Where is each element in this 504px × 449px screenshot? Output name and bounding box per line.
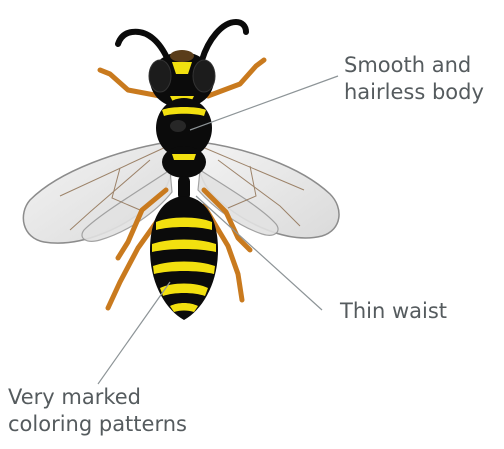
waist-label-text: Thin waist [340, 298, 447, 325]
thorax [156, 98, 212, 178]
right-eye [193, 60, 215, 92]
coloring-label-line1: Very marked [8, 384, 187, 411]
body-label-line1: Smooth and [344, 52, 484, 79]
right-antenna [202, 22, 246, 60]
coloring-label: Very marked coloring patterns [8, 384, 187, 438]
front-right-leg [208, 60, 264, 96]
body-label-line2: hairless body [344, 79, 484, 106]
waist-label: Thin waist [340, 298, 447, 325]
scutellum-stripe [172, 154, 196, 160]
abdomen [150, 196, 218, 320]
coloring-label-line2: coloring patterns [8, 411, 187, 438]
coloring-leader-line [98, 282, 170, 384]
left-eye [149, 60, 171, 92]
body-label: Smooth and hairless body [344, 52, 484, 106]
left-antenna [118, 32, 168, 60]
